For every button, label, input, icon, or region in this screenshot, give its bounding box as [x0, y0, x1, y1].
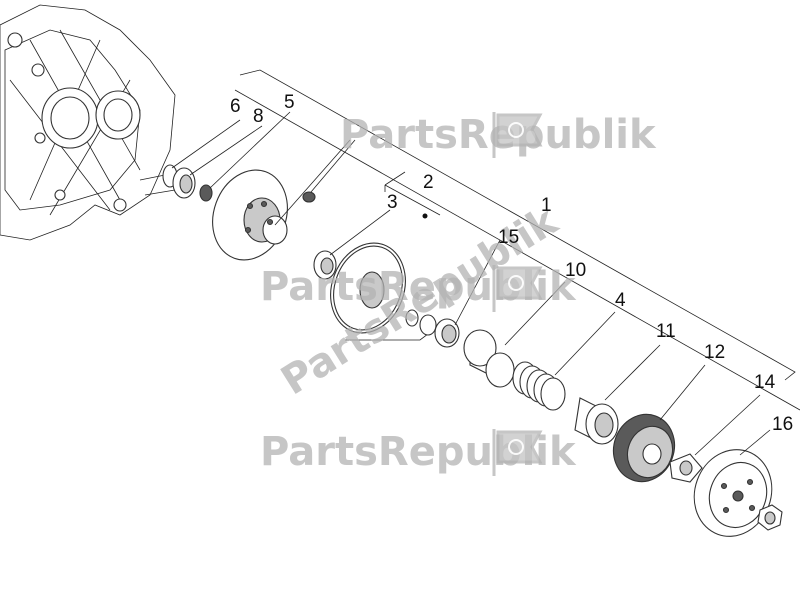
- engine-casing: [0, 4, 176, 241]
- label-16: 16: [772, 414, 793, 435]
- watermark-4: PartsRepublik: [260, 429, 577, 476]
- part-labels: 6 8 5 2 3 1 15 10 4 11 12 14 16: [230, 92, 793, 435]
- part-pin: [302, 139, 356, 203]
- label-5: 5: [284, 92, 295, 113]
- part-11-collar: [574, 344, 661, 445]
- part-16-clutch-bell: [693, 429, 773, 537]
- leader-line-5: [234, 89, 800, 411]
- label-1: 1: [541, 195, 552, 216]
- gear-flag-icon: [492, 112, 543, 158]
- label-15: 15: [498, 227, 519, 248]
- label-4: 4: [615, 290, 626, 311]
- part-16-nut: [757, 504, 783, 531]
- label-6: 6: [230, 96, 241, 117]
- label-10: 10: [565, 260, 586, 281]
- part-15-seal: [405, 239, 501, 348]
- part-2-oring: [330, 171, 441, 341]
- label-3: 3: [387, 192, 398, 213]
- part-14-washer: [669, 394, 761, 483]
- part-12-clutch: [612, 364, 706, 483]
- gear-flag-icon: [492, 429, 543, 476]
- part-4-spring: [512, 311, 616, 411]
- label-8: 8: [253, 106, 264, 127]
- part-5-bushing: [199, 111, 291, 202]
- watermark-1: PartsRepublik: [340, 112, 657, 158]
- watermark-2: PartsRepublik: [260, 264, 577, 312]
- label-2: 2: [423, 172, 434, 193]
- part-3-bearing: [313, 209, 391, 280]
- label-12: 12: [704, 342, 725, 363]
- part-10-sleeve: [463, 281, 566, 388]
- label-14: 14: [754, 372, 776, 393]
- driven-pulley-fixed-half: [212, 139, 351, 261]
- part-8-bearing: [172, 125, 263, 199]
- leader-line-1: [239, 69, 796, 381]
- label-11: 11: [656, 321, 676, 342]
- gear-flag-icon: [492, 265, 543, 312]
